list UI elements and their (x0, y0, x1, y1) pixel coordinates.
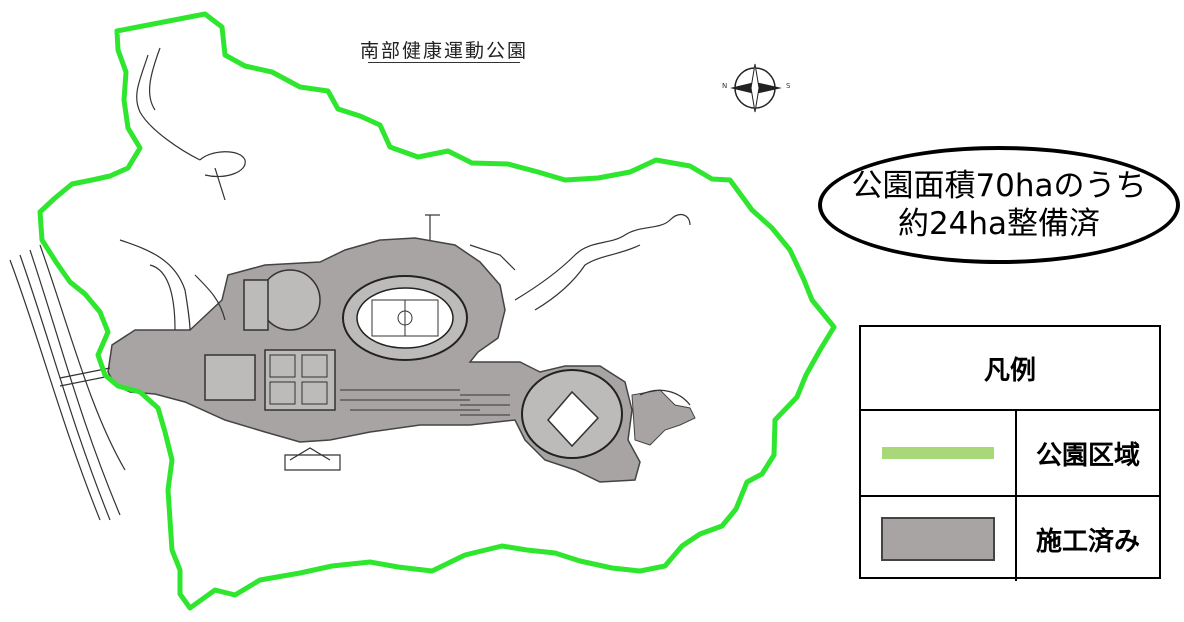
area-note-callout: 公園面積70haのうち 約24ha整備済 (818, 146, 1180, 264)
baseball-field (521, 369, 623, 459)
legend-row-park-area: 公園区域 (861, 411, 1159, 497)
compass-rose (730, 63, 782, 113)
constructed-area (107, 237, 696, 483)
area-note-line2: 約24ha整備済 (897, 206, 1101, 242)
compass-north-label: N (722, 82, 728, 90)
map-title-underline (368, 62, 520, 63)
area-note-line1: 公園面積70haのうち (851, 168, 1147, 204)
legend-label-constructed: 施工済み (1035, 526, 1140, 557)
legend-title: 凡例 (861, 327, 1159, 411)
sports-fields (204, 269, 510, 416)
stadium (342, 275, 468, 361)
legend-swatch-cell (861, 411, 1017, 495)
map-title: 南部健康運動公園 (360, 40, 529, 62)
legend-label-park-area: 公園区域 (1035, 440, 1140, 471)
legend-swatch-gray-box (881, 517, 995, 561)
park-boundary (37, 11, 837, 611)
roads-and-contours (9, 47, 691, 521)
compass-south-label: S (786, 82, 791, 90)
legend: 凡例 公園区域 施工済み (859, 325, 1161, 581)
legend-row-constructed: 施工済み (861, 497, 1159, 581)
legend-swatch-green-line (882, 447, 994, 459)
legend-swatch-cell (861, 497, 1017, 581)
